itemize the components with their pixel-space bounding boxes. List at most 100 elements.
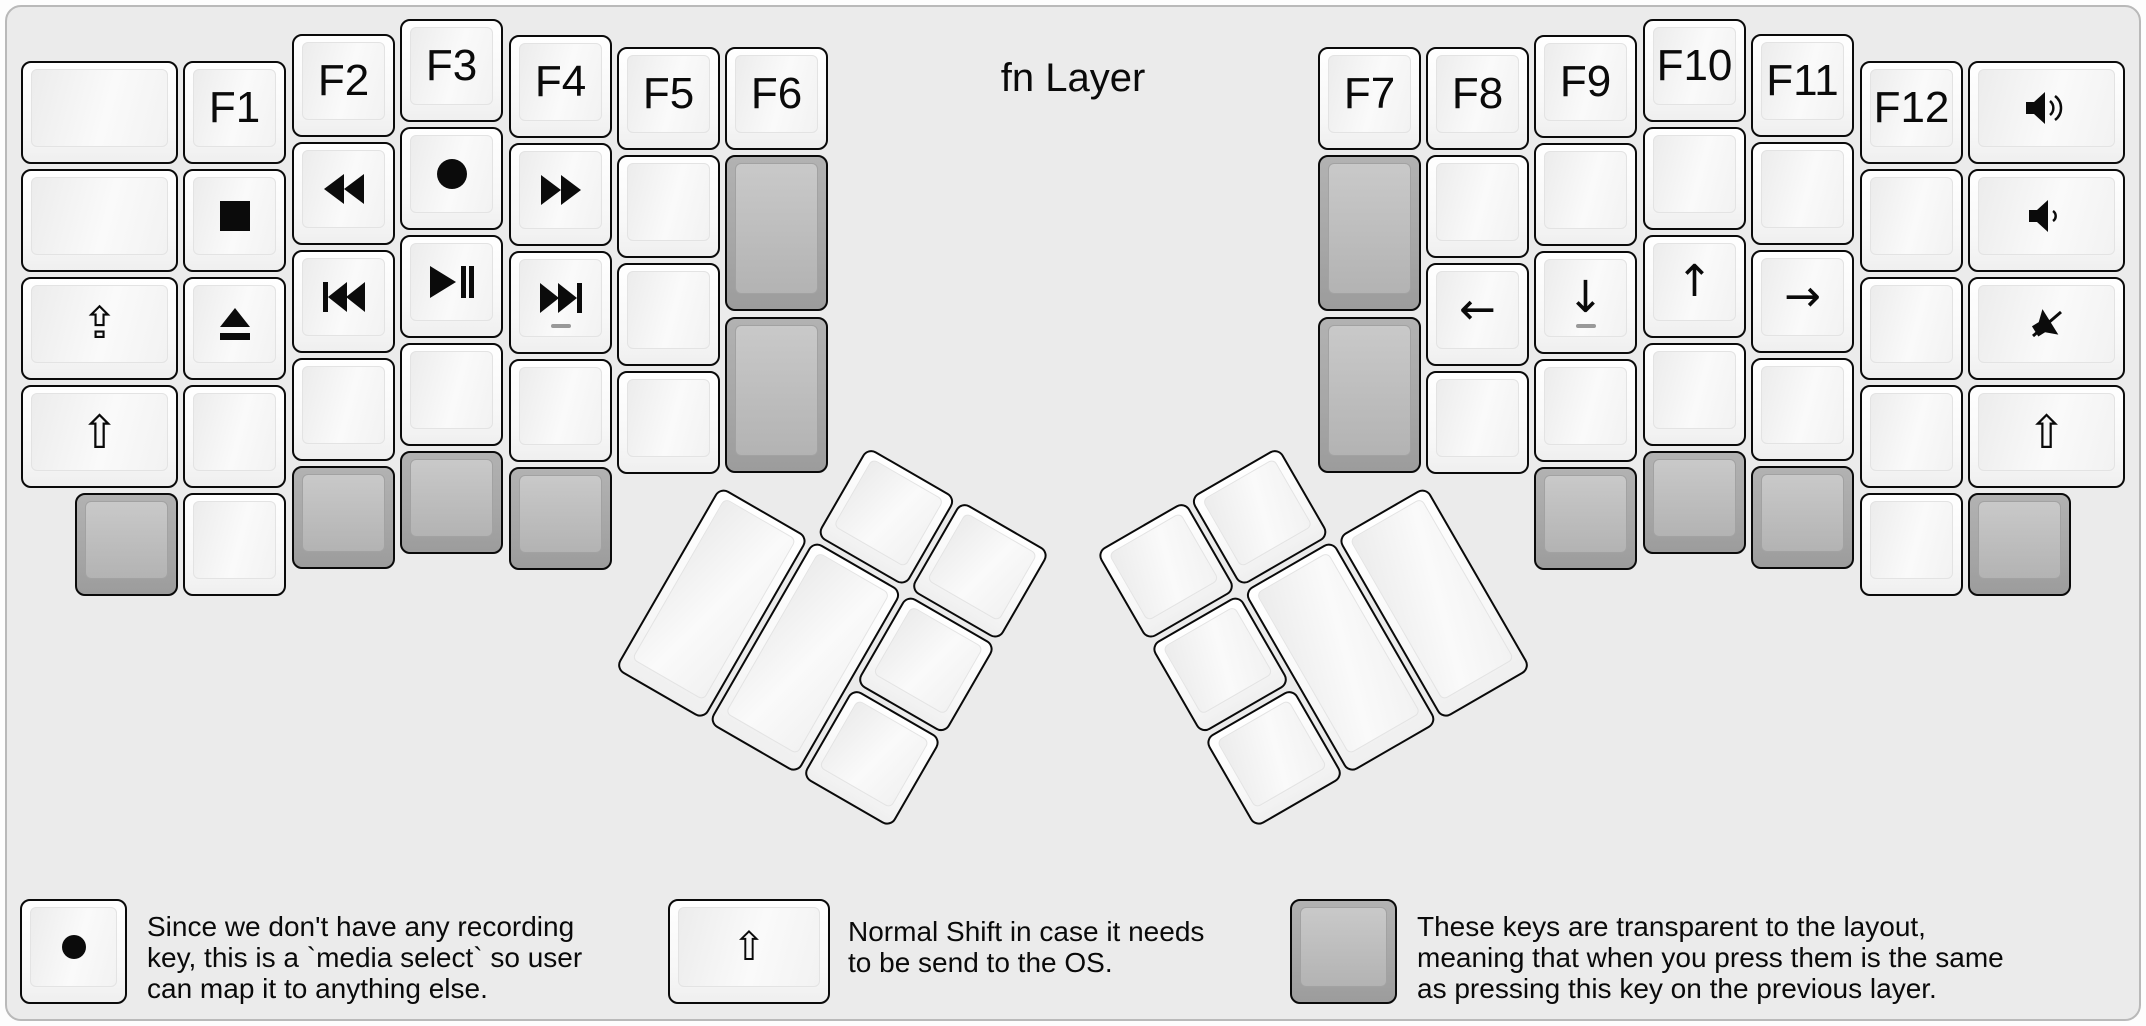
key-arrow-right[interactable]: → [1751, 250, 1854, 353]
key-arrow-down[interactable]: ↓ [1534, 251, 1637, 354]
key-mute[interactable] [1968, 277, 2125, 380]
keycap-surface [193, 285, 276, 363]
prev-track-icon [322, 282, 365, 312]
key-f1[interactable]: F1 [183, 61, 286, 164]
key-blank[interactable] [1860, 169, 1963, 272]
keycap-surface [627, 163, 710, 241]
key-blank[interactable] [1860, 385, 1963, 488]
key-f3[interactable]: F3 [400, 19, 503, 122]
key-transparent[interactable] [1534, 467, 1637, 570]
key-stop[interactable] [183, 169, 286, 272]
keycap-surface [1870, 501, 1953, 579]
key-blank[interactable] [1751, 358, 1854, 461]
key-blank[interactable] [183, 385, 286, 488]
key-f9[interactable]: F9 [1534, 35, 1637, 138]
legend-line: Since we don't have any recording [147, 911, 575, 942]
key-blank[interactable] [183, 493, 286, 596]
key-blank[interactable] [21, 169, 178, 272]
key-blank[interactable] [1860, 277, 1963, 380]
keycap-surface: ↑ [1653, 243, 1736, 321]
key-transparent[interactable] [1968, 493, 2071, 596]
key-fast-forward[interactable] [509, 143, 612, 246]
key-transparent[interactable] [725, 317, 828, 473]
key-transparent[interactable] [1318, 317, 1421, 473]
key-transparent[interactable] [1751, 466, 1854, 569]
key-arrow-up[interactable]: ↑ [1643, 235, 1746, 338]
record-icon [434, 156, 470, 192]
key-blank[interactable] [1643, 343, 1746, 446]
keycap-surface: F10 [1653, 27, 1736, 105]
key-blank[interactable] [509, 359, 612, 462]
key-label: F12 [1873, 83, 1950, 132]
key-transparent[interactable] [1290, 899, 1397, 1004]
keycap-surface [1978, 177, 2115, 255]
eject-icon [217, 306, 253, 342]
key-f10[interactable]: F10 [1643, 19, 1746, 122]
keycap-surface: ⇧ [31, 393, 168, 471]
key-blank[interactable] [617, 263, 720, 366]
key-rewind[interactable] [292, 142, 395, 245]
keycap-surface [1544, 151, 1627, 229]
key-f12[interactable]: F12 [1860, 61, 1963, 164]
key-blank[interactable] [1534, 359, 1637, 462]
key-f7[interactable]: F7 [1318, 47, 1421, 150]
key-transparent[interactable] [1318, 155, 1421, 311]
key-transparent[interactable] [725, 155, 828, 311]
keycap-surface: ← [1436, 271, 1519, 349]
key-f5[interactable]: F5 [617, 47, 720, 150]
key-blank[interactable] [1426, 371, 1529, 474]
key-blank[interactable] [1860, 493, 1963, 596]
key-next-track[interactable] [509, 251, 612, 354]
key-f11[interactable]: F11 [1751, 34, 1854, 137]
shift-icon: ⇧ [2027, 405, 2066, 459]
keycap-surface: ⇧ [1978, 393, 2115, 471]
key-eject[interactable] [183, 277, 286, 380]
key-transparent[interactable] [509, 467, 612, 570]
key-transparent[interactable] [400, 451, 503, 554]
keycap-surface: ⇪ [31, 285, 168, 363]
key-label: F2 [317, 56, 370, 105]
key-record[interactable] [20, 899, 127, 1004]
key-blank[interactable] [1751, 142, 1854, 245]
keycap-surface [1436, 379, 1519, 457]
keycap-surface [1978, 501, 2061, 579]
key-prev-track[interactable] [292, 250, 395, 353]
key-f6[interactable]: F6 [725, 47, 828, 150]
key-blank[interactable] [21, 61, 178, 164]
key-blank[interactable] [292, 358, 395, 461]
key-blank[interactable] [617, 155, 720, 258]
key-transparent[interactable] [1643, 451, 1746, 554]
keycap-surface: F9 [1544, 43, 1627, 121]
keycap-surface [302, 474, 385, 552]
key-f4[interactable]: F4 [509, 35, 612, 138]
key-blank[interactable] [1426, 155, 1529, 258]
legend-line: key, this is a `media select` so user [147, 942, 583, 973]
keycap-surface: F12 [1870, 69, 1953, 147]
keycap-surface [85, 501, 168, 579]
key-transparent[interactable] [292, 466, 395, 569]
keycap-surface [1870, 177, 1953, 255]
keycap-surface [1653, 459, 1736, 537]
key-shift[interactable]: ⇧ [668, 899, 830, 1004]
key-record[interactable] [400, 127, 503, 230]
key-f8[interactable]: F8 [1426, 47, 1529, 150]
key-play-pause[interactable] [400, 235, 503, 338]
key-shift[interactable]: ⇧ [21, 385, 178, 488]
key-volume-up[interactable] [1968, 61, 2125, 164]
legend-transparent-text: These keys are transparent to the layout… [1417, 911, 2004, 1004]
key-label: F10 [1656, 41, 1733, 90]
key-arrow-left[interactable]: ← [1426, 263, 1529, 366]
key-shift[interactable]: ⇧ [1968, 385, 2125, 488]
keycap-surface [519, 367, 602, 445]
key-caps-lock[interactable]: ⇪ [21, 277, 178, 380]
key-blank[interactable] [617, 371, 720, 474]
key-blank[interactable] [400, 343, 503, 446]
key-blank[interactable] [1534, 143, 1637, 246]
record-icon [56, 929, 92, 965]
key-f2[interactable]: F2 [292, 34, 395, 137]
key-volume-down[interactable] [1968, 169, 2125, 272]
keycap-surface [410, 459, 493, 537]
key-transparent[interactable] [75, 493, 178, 596]
keycap-surface [302, 150, 385, 228]
key-blank[interactable] [1643, 127, 1746, 230]
